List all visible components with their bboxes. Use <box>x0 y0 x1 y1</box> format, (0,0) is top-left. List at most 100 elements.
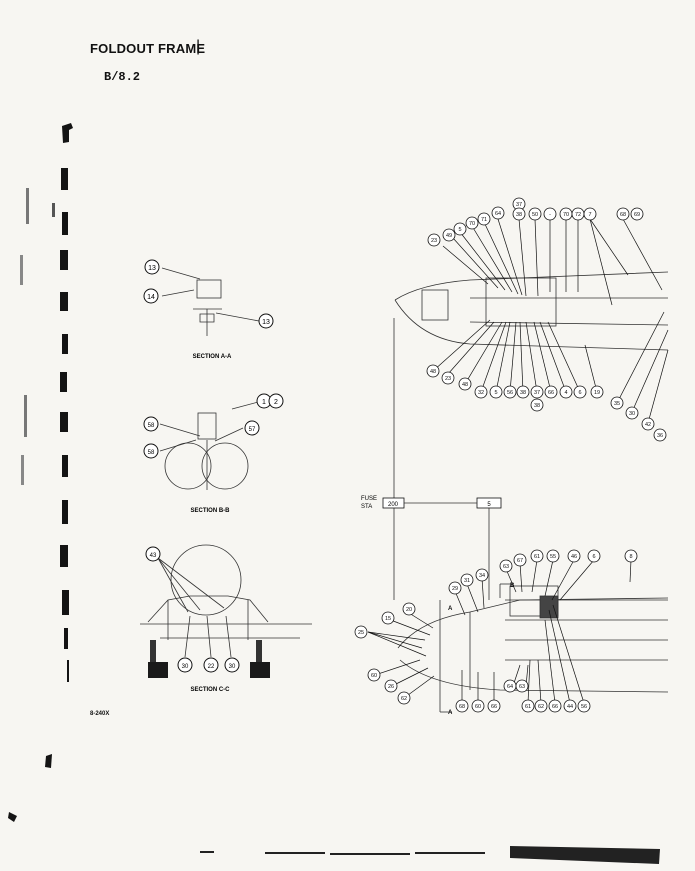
svg-text:6: 6 <box>578 390 581 396</box>
svg-text:63: 63 <box>503 564 509 570</box>
foldout-frame-title: FOLDOUT FRAME <box>90 41 206 56</box>
side-view-callout-labels: 63 67 61 55 46 6 8 31 34 29 20 15 25 60 … <box>358 554 633 710</box>
section-c-c: 43 30 22 30 SECTION C-C <box>140 544 312 693</box>
svg-text:2: 2 <box>274 399 278 406</box>
svg-text:A: A <box>448 710 453 716</box>
svg-text:6: 6 <box>592 554 595 560</box>
svg-text:70: 70 <box>469 221 475 227</box>
page-reference: B/8.2 <box>104 70 141 84</box>
callout-58-b2: 58 <box>143 443 159 459</box>
svg-text:64: 64 <box>495 211 501 217</box>
svg-text:67: 67 <box>517 558 523 564</box>
svg-text:37: 37 <box>516 202 522 208</box>
svg-text:A: A <box>448 606 453 612</box>
callout-57-b: 57 <box>244 420 260 436</box>
top-view-callout-labels: 37 23 49 5 70 71 64 38 50 - 70 72 7 68 6… <box>430 202 663 439</box>
station-200-box: 200 <box>382 497 405 509</box>
top-view: 37 23 49 5 70 71 64 38 50 - 70 72 7 68 6… <box>393 197 669 600</box>
document-id: 8-240X <box>90 711 110 717</box>
callout-14-a: 14 <box>143 288 159 304</box>
svg-text:7: 7 <box>588 212 591 218</box>
svg-text:71: 71 <box>481 217 487 223</box>
callout-30-c: 30 <box>177 657 193 673</box>
svg-text:46: 46 <box>571 554 577 560</box>
svg-text:38: 38 <box>516 212 522 218</box>
svg-text:72: 72 <box>575 212 581 218</box>
section-c-c-title: SECTION C-C <box>191 687 231 693</box>
svg-text:13: 13 <box>148 265 156 272</box>
section-a-a: 13 14 13 SECTION A-A <box>143 259 274 360</box>
svg-text:38: 38 <box>534 403 540 409</box>
section-a-a-title: SECTION A-A <box>193 354 232 360</box>
svg-text:48: 48 <box>462 382 468 388</box>
svg-text:58: 58 <box>148 450 155 456</box>
svg-text:48: 48 <box>430 369 436 375</box>
svg-text:29: 29 <box>452 586 458 592</box>
svg-text:31: 31 <box>464 578 470 584</box>
landing-gear-left <box>148 640 168 678</box>
svg-text:61: 61 <box>525 704 531 710</box>
svg-text:36: 36 <box>657 433 663 439</box>
svg-text:57: 57 <box>249 427 256 433</box>
svg-text:60: 60 <box>371 673 377 679</box>
svg-text:63: 63 <box>519 684 525 690</box>
svg-text:69: 69 <box>634 212 640 218</box>
svg-text:FUSE: FUSE <box>361 496 377 502</box>
svg-text:4: 4 <box>564 390 567 396</box>
callout-2-b: 2 <box>268 393 284 409</box>
svg-text:42: 42 <box>645 422 651 428</box>
callout-1-b: 1 <box>256 393 272 409</box>
section-markers: A A B <box>448 583 515 716</box>
svg-text:26: 26 <box>388 684 394 690</box>
callout-13-a2: 13 <box>258 313 274 329</box>
svg-text:68: 68 <box>459 704 465 710</box>
svg-text:43: 43 <box>150 553 157 559</box>
svg-text:22: 22 <box>208 664 215 670</box>
svg-text:58: 58 <box>148 423 155 429</box>
svg-text:20: 20 <box>406 607 412 613</box>
svg-text:50: 50 <box>532 212 538 218</box>
svg-text:66: 66 <box>552 704 558 710</box>
svg-text:62: 62 <box>401 696 407 702</box>
svg-text:60: 60 <box>475 704 481 710</box>
svg-text:STA: STA <box>361 504 372 510</box>
svg-text:70: 70 <box>563 212 569 218</box>
svg-text:13: 13 <box>262 319 270 326</box>
svg-text:37: 37 <box>534 390 540 396</box>
svg-text:8: 8 <box>629 554 632 560</box>
svg-text:1: 1 <box>262 399 266 406</box>
svg-text:61: 61 <box>534 554 540 560</box>
landing-gear-right <box>250 640 270 678</box>
section-b-b: 1 2 58 57 58 SECTION B-B <box>143 393 284 514</box>
svg-text:34: 34 <box>479 573 485 579</box>
section-b-b-title: SECTION B-B <box>191 508 231 514</box>
svg-text:23: 23 <box>445 376 451 382</box>
svg-text:66: 66 <box>491 704 497 710</box>
top-view-callout-circles <box>426 197 667 442</box>
side-view: FUSE STA 200 5 A <box>354 496 669 716</box>
binding-margin-marks <box>8 123 73 822</box>
svg-text:-: - <box>549 212 551 218</box>
svg-text:25: 25 <box>358 630 364 636</box>
side-view-callout-circles <box>354 549 638 713</box>
svg-text:14: 14 <box>147 294 155 301</box>
callout-13-a: 13 <box>144 259 160 275</box>
svg-text:44: 44 <box>567 704 573 710</box>
svg-text:64: 64 <box>507 684 513 690</box>
svg-text:200: 200 <box>388 502 399 508</box>
svg-text:62: 62 <box>538 704 544 710</box>
svg-text:68: 68 <box>620 212 626 218</box>
bottom-scan-edge <box>200 846 660 864</box>
svg-text:30: 30 <box>629 411 635 417</box>
callout-43-c: 43 <box>145 546 161 562</box>
svg-text:30: 30 <box>229 664 236 670</box>
callout-30-c2: 30 <box>224 657 240 673</box>
svg-text:5: 5 <box>494 390 497 396</box>
svg-text:56: 56 <box>507 390 513 396</box>
svg-text:5: 5 <box>458 227 461 233</box>
callout-22-c: 22 <box>203 657 219 673</box>
svg-text:32: 32 <box>478 390 484 396</box>
svg-text:B: B <box>510 583 515 589</box>
svg-text:19: 19 <box>594 390 600 396</box>
